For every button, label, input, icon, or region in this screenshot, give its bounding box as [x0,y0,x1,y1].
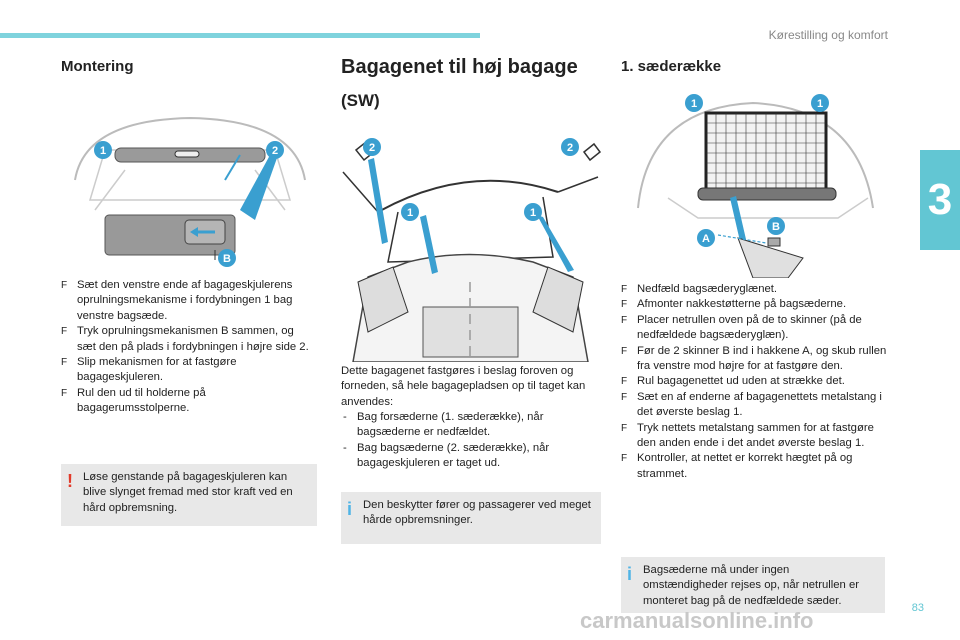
subheading-sw: (SW) [341,91,380,110]
header-accent-bar [0,33,480,38]
callout-1-badge [94,141,112,159]
bagagenet-uses: Bag forsæderne (1. sæderække), når bagsæ… [341,410,599,472]
page-number: 83 [911,602,924,614]
list-item: Placer netrullen oven på de to skinner (… [621,313,889,344]
callout-2-left-badge [363,138,381,156]
figure-cargo-cover: 1 2 B [74,116,306,267]
callout-b-badge [767,217,785,235]
callout-a-label: A [702,233,710,245]
callout-1-right-label: 1 [817,98,823,110]
callout-1-right-label: 1 [530,207,536,219]
callout-2-right-label: 2 [567,142,573,154]
callout-2-right-badge [561,138,579,156]
callout-2-label: 2 [272,145,278,157]
bagagenet-intro: Dette bagagenet fastgøres i beslag forov… [341,365,586,408]
callout-b-badge [218,249,236,267]
callout-1-left-badge [685,94,703,112]
callout-1-left-label: 1 [691,98,697,110]
callout-a-badge [697,229,715,247]
list-item: Før de 2 skinner B ind i hakkene A, og s… [621,344,889,375]
list-item: Bag forsæderne (1. sæderække), når bagsæ… [341,410,599,441]
list-item: Sæt en af enderne af bagagenettets metal… [621,390,889,421]
list-item: Nedfæld bagsæderyglænet. [621,282,889,298]
info-icon: i [347,499,353,519]
list-item: Afmonter nakkestøtterne på bagsæderne. [621,297,889,313]
list-item: Bag bagsæderne (2. sæderække), når bagag… [341,441,599,472]
list-item: Rul bagagenettet ud uden at strække det. [621,374,889,390]
callout-b-label: B [223,253,231,265]
info-note-2: i Bagsæderne må under ingen omstændighed… [621,557,885,613]
info-text: Bagsæderne må under ingen omstændigheder… [643,564,860,607]
warning-note: ! Løse genstande på bagageskjuleren kan … [61,464,317,526]
saederaekke-steps: Nedfæld bagsæderyglænet. Afmonter nakkes… [621,282,889,482]
info-text: Den beskytter fører og passagerer ved me… [363,499,591,527]
heading-saederaekke: 1. sæderække [621,58,722,75]
callout-2-badge [266,141,284,159]
callout-1-right-badge [811,94,829,112]
callout-1-right-badge [524,203,542,221]
callout-2-left-label: 2 [369,142,375,154]
callout-1-left-badge [401,203,419,221]
list-item: Rul den ud til holderne på bagagerumssto… [61,386,311,417]
warning-icon: ! [67,471,73,491]
heading-montering: Montering [61,58,134,75]
info-note: i Den beskytter fører og passagerer ved … [341,492,601,544]
callout-1-label: 1 [100,145,106,157]
section-title: Kørestilling og komfort [768,28,888,42]
chapter-tab: 3 [920,150,960,250]
figure-net-first-row: 1 1 A B [637,94,874,278]
callout-1-left-label: 1 [407,207,413,219]
heading-bagagenet: Bagagenet til høj bagage [341,56,578,78]
list-item: Tryk nettets metalstang sammen for at fa… [621,421,889,452]
warning-text: Løse genstande på bagageskjuleren kan bl… [83,471,293,514]
montering-steps: Sæt den venstre ende af bagageskjulerens… [61,278,311,417]
list-item: Sæt den venstre ende af bagageskjulerens… [61,278,311,324]
figure-net-attachment: 2 2 1 1 [342,138,602,362]
list-item: Kontroller, at nettet er korrekt hægtet … [621,451,889,482]
callout-b-label: B [772,221,780,233]
list-item: Slip mekanismen for at fastgøre bagagesk… [61,355,311,386]
list-item: Tryk oprulningsmekanismen B sammen, og s… [61,324,311,355]
watermark: carmanualsonline.info [580,608,814,633]
info-icon: i [627,564,633,584]
